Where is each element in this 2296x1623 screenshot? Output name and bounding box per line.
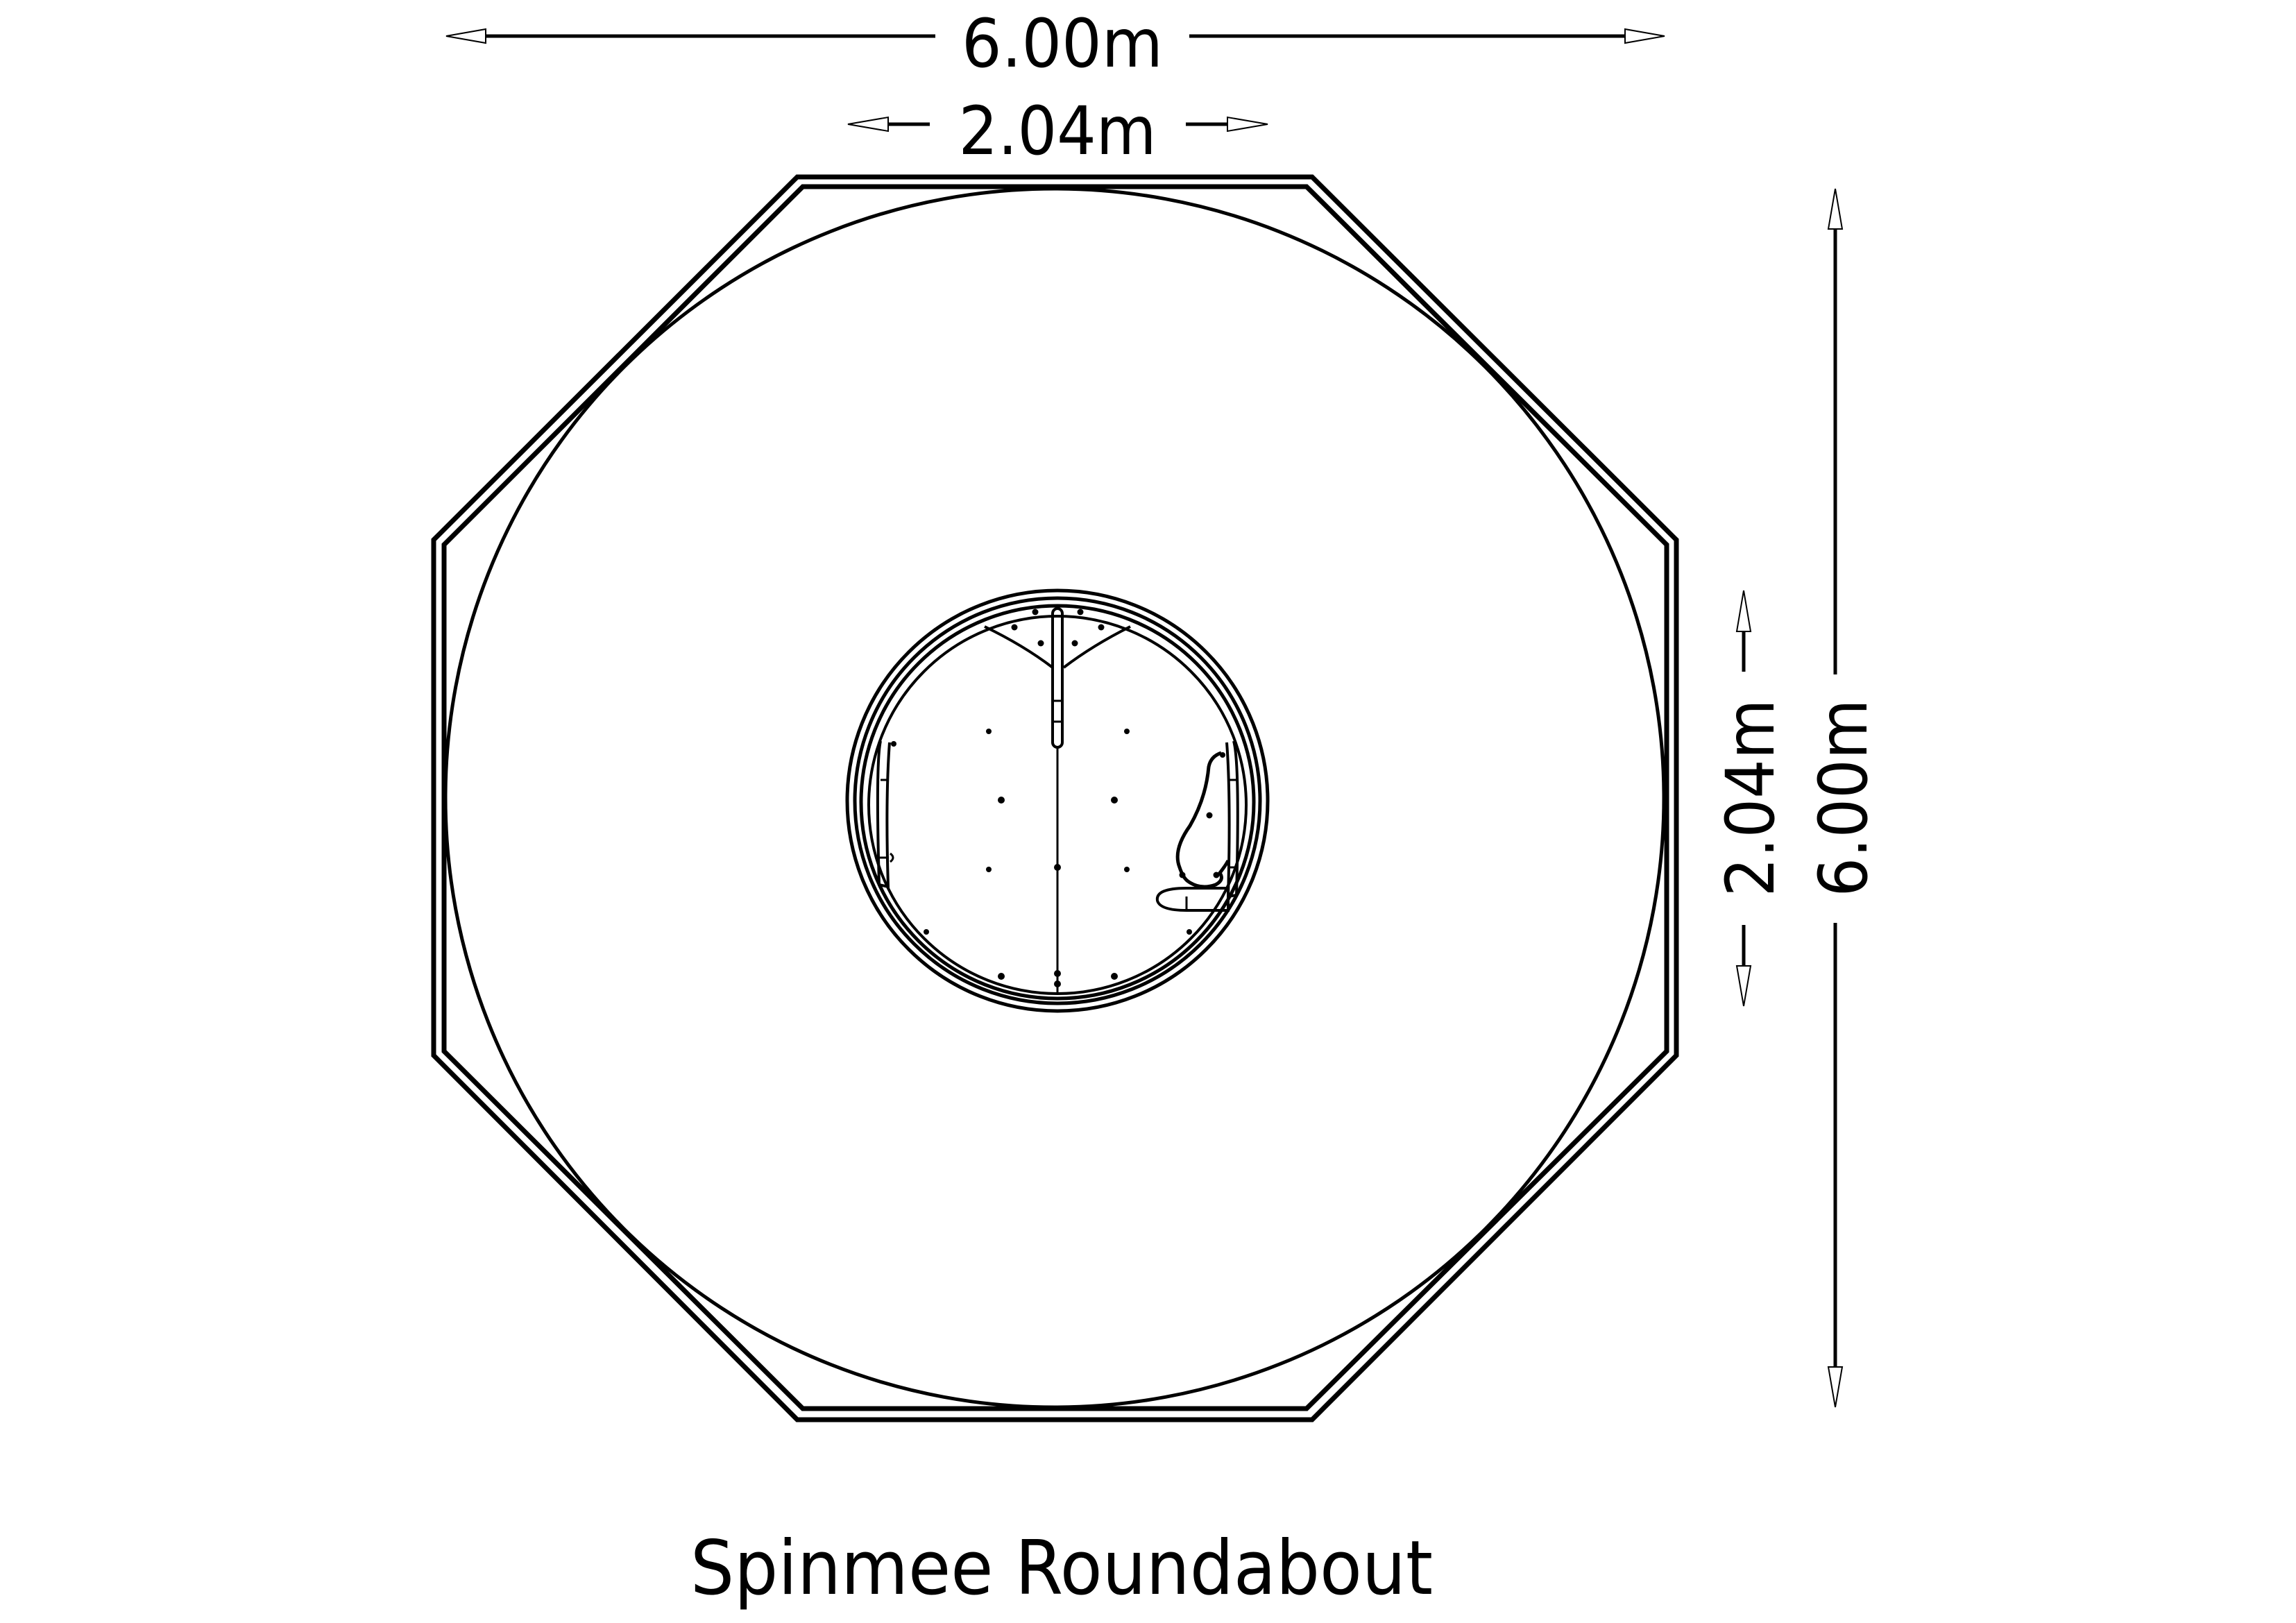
arrow-up-icon [1735,590,1752,632]
arrow-left-icon [847,116,889,133]
drawing-title: Spinmee Roundabout [690,1525,1433,1612]
equipment-width-label: 2.04m [959,92,1157,170]
dimension-overall-depth: 6.00m [1805,188,1882,1408]
arrow-right-icon [1624,28,1665,44]
overall-width-label: 6.00m [962,5,1163,83]
dimension-overall-width: 6.00m [445,5,1665,83]
equipment-depth-label: 2.04m [1712,699,1789,897]
arrow-down-icon [1735,965,1752,1007]
arrow-down-icon [1827,1366,1844,1408]
overall-depth-label: 6.00m [1805,699,1882,897]
roundabout-equipment [845,588,1270,1013]
bolt-dots [891,609,1225,987]
arrow-right-icon [1227,116,1268,133]
dimension-equipment-width: 2.04m [847,92,1268,170]
safety-zone-circle [443,187,1666,1409]
arrow-up-icon [1827,188,1844,230]
safety-zone-octagon [431,174,1679,1422]
dimension-equipment-depth: 2.04m [1712,590,1789,1007]
arrow-left-icon [445,28,486,44]
